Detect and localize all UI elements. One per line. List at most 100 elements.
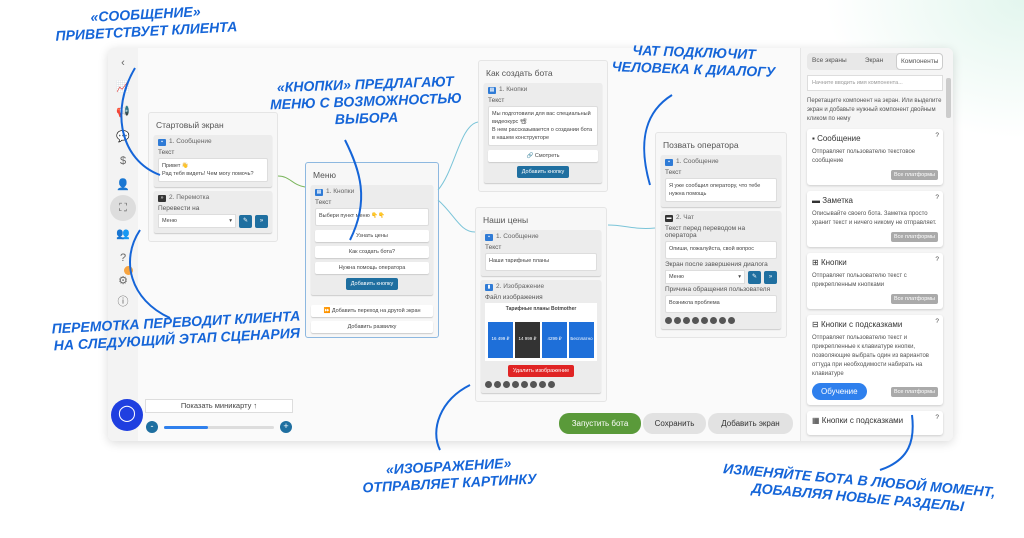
arrow-buttons [344,139,363,241]
users-lock-icon[interactable]: 👤 [116,179,130,191]
component-chat[interactable]: ▬2. Чат Текст перед переводом на операто… [661,211,781,329]
edit-button[interactable]: ✎ [239,214,252,228]
component-title: Сообщение [817,134,861,143]
zoom-slider[interactable] [164,426,274,429]
component-title: 1. Сообщение [676,158,719,165]
link-menu-operator [607,224,656,229]
component-desc: Отправляет пользователю текстовое сообще… [812,149,916,164]
arrow-rewind [129,229,171,319]
goto-select[interactable]: Меню▾ [158,214,236,228]
arrow-image [435,384,471,451]
price-plan: 16 499 ₽ [488,322,513,358]
info-icon[interactable]: ⓘ [117,296,129,308]
scrollbar[interactable] [946,78,951,118]
component-search-input[interactable]: Начните вводить имя компонента... [807,75,943,91]
zoom-out-button[interactable]: - [146,421,158,433]
component-card-keyboard-2[interactable]: ?▦ Кнопки с подсказками [807,411,943,435]
tab-components[interactable]: Компоненты [896,53,944,70]
menu-button[interactable]: Нужна помощь оператора [315,262,429,274]
text-label: Текст [485,244,502,251]
watch-button[interactable]: 🔗 Смотреть [488,150,598,162]
settings-icon[interactable]: ⚙ [118,275,128,287]
component-buttons[interactable]: ▦1. Кнопки Текст Выбери пункт меню 👇👇 Уз… [311,185,433,295]
component-rewind[interactable]: »2. Перемотка Перевести на Меню▾✎» [154,191,272,233]
show-minimap-button[interactable]: Показать миникарту ↑ [145,399,293,413]
megaphone-icon[interactable]: 📢 [116,106,130,118]
text-field[interactable]: Наши тарифные планы [485,253,597,271]
tab-screen[interactable]: Экран [864,57,884,64]
arrow-message [120,67,161,176]
text-field[interactable]: Привет 👋Рад тебя видеть! Чем могу помочь… [158,158,268,182]
screen-menu[interactable]: Меню ▦1. Кнопки Текст Выбери пункт меню … [305,162,439,338]
zoom-in-button[interactable]: + [280,421,292,433]
screen-operator[interactable]: Позвать оператора ▪1. Сообщение Текст Я … [655,132,787,338]
components-panel: Все экраны Экран Компоненты Начните ввод… [800,48,953,441]
screen-title: Как создать бота [486,68,553,78]
arrow-chat [643,94,673,186]
back-icon[interactable]: ‹ [121,57,125,69]
canvas-icon[interactable]: ⛶ [110,195,136,221]
add-button-button[interactable]: Добавить кнопку [345,278,399,290]
support-chat-button[interactable]: ◯ [111,399,143,431]
screen-howto[interactable]: Как создать бота ▦1. Кнопки Текст Мы под… [478,60,608,192]
tutorial-button[interactable]: Обучение [812,383,867,400]
component-image[interactable]: ▮2. Изображение Файл изображения Тарифны… [481,280,601,393]
dollar-icon[interactable]: $ [119,155,127,167]
run-bot-button[interactable]: Запустить бота [559,413,641,434]
component-desc: Отправляет пользователю текст и прикрепл… [812,335,929,377]
text-field[interactable]: Мы подготовили для вас специальный видео… [488,106,598,146]
reason-field[interactable]: Возникла проблема [665,295,777,313]
note-icon: ▬ [812,196,823,205]
help-icon[interactable]: ? [935,132,939,139]
add-fork-button[interactable]: Добавить развилку [311,321,433,333]
edit-button[interactable]: ✎ [748,270,761,284]
add-screen-button[interactable]: Добавить экран [708,413,793,434]
delete-image-button[interactable]: Удалить изображение [507,365,575,377]
goto-button[interactable]: » [255,214,268,228]
team-icon[interactable]: 👥 [116,228,130,240]
component-message[interactable]: ▪1. Сообщение Текст Привет 👋Рад тебя вид… [154,135,272,187]
message-icon: ▪ [485,234,493,241]
text-field[interactable]: Выбери пункт меню 👇👇 [315,208,429,226]
component-message[interactable]: ▪1. Сообщение Текст Наши тарифные планы [481,230,601,276]
help-icon[interactable]: ? [935,318,939,325]
menu-button[interactable]: Как создать бота? [315,246,429,258]
add-jump-button[interactable]: ⏩ Добавить переход на другой экран [311,305,433,317]
component-title: Кнопки с подсказками [820,320,903,329]
platforms-badge: Все платформы [890,294,938,304]
screen-prices[interactable]: Наши цены ▪1. Сообщение Текст Наши тариф… [475,207,607,402]
link-menu-prices [437,199,476,233]
after-value: Меню [669,274,684,280]
text-line: В нем рассказывается о создании бота в н… [492,127,593,141]
help-icon[interactable]: ? [935,414,939,421]
link-start-menu [277,175,306,188]
file-label: Файл изображения [485,294,543,301]
tab-all-screens[interactable]: Все экраны [812,57,847,64]
pre-label: Текст перед переводом на оператора [665,225,746,239]
after-select[interactable]: Меню▾ [665,270,745,284]
goto-button[interactable]: » [764,270,777,284]
screen-title: Позвать оператора [663,140,739,150]
text-field[interactable]: Я уже сообщил оператору, что тебе нужна … [665,178,777,202]
screen-title: Стартовый экран [156,120,224,130]
help-icon[interactable]: ? [935,194,939,201]
component-buttons[interactable]: ▦1. Кнопки Текст Мы подготовили для вас … [484,83,602,183]
save-button[interactable]: Сохранить [643,413,706,434]
help-icon[interactable]: ? [935,256,939,263]
platforms-badge: Все платформы [890,386,938,397]
zoom-slider-fill [164,426,208,429]
component-message[interactable]: ▪1. Сообщение Текст Я уже сообщил операт… [661,155,781,207]
text-line: Рад тебя видеть! Чем могу помочь? [162,171,254,177]
text-label: Текст [488,97,505,104]
message-icon: ▪ [812,134,818,143]
screen-start[interactable]: Стартовый экран ▪1. Сообщение Текст Прив… [148,112,278,242]
add-button-button[interactable]: Добавить кнопку [516,166,570,178]
menu-button[interactable]: Узнать цены [315,230,429,242]
pre-field[interactable]: Опиши, пожалуйста, свой вопрос [665,241,777,259]
help-icon[interactable]: ? [119,252,127,264]
